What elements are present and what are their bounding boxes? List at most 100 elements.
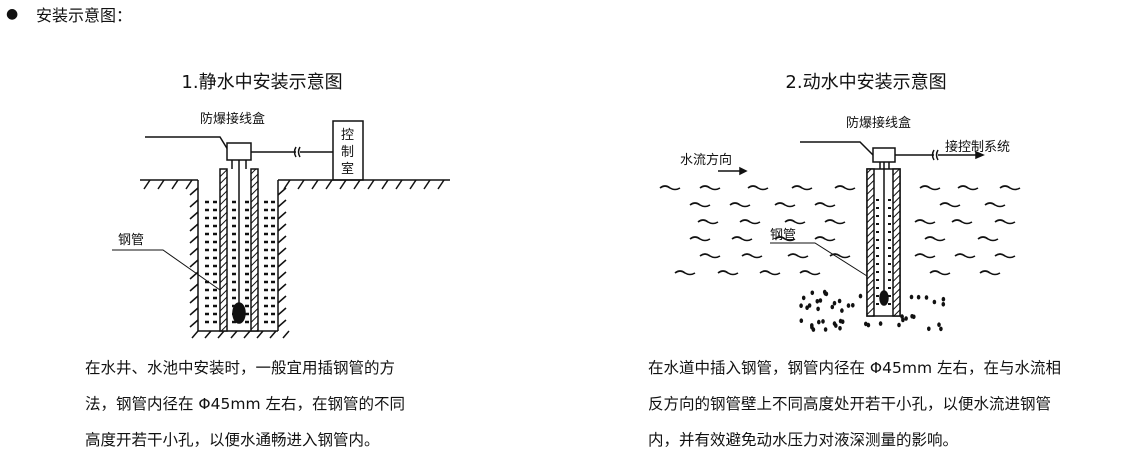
wave-mark <box>919 185 941 191</box>
ground-hatch <box>409 179 417 190</box>
still-water-description: 在水井、水池中安装时，一般宜用插钢管的方 法，钢管内径在 Φ45mm 左右，在钢… <box>85 350 485 458</box>
wall-hatch <box>277 211 287 220</box>
junction-box <box>226 142 252 161</box>
ground-hatch <box>204 330 212 339</box>
wall-hatch <box>189 259 199 268</box>
wave-mark <box>791 185 813 191</box>
gravel-mark <box>811 327 816 332</box>
ground-hatch <box>437 179 445 190</box>
wave-mark <box>729 202 751 208</box>
ground-hatch <box>256 330 264 339</box>
wave-mark <box>994 219 1016 225</box>
wave-mark <box>759 270 781 276</box>
wall-hatch <box>277 283 287 292</box>
gravel-mark <box>815 299 820 304</box>
ground-hatch <box>143 179 151 190</box>
wave-mark <box>834 185 856 191</box>
ground-hatch <box>217 330 225 339</box>
diagram1-title: 1.静水中安装示意图 <box>181 72 343 93</box>
wave-mark <box>717 270 739 276</box>
ground-hatch <box>367 179 375 190</box>
wall-hatch <box>277 307 287 316</box>
wave-mark <box>929 270 951 276</box>
gravel-mark <box>866 322 871 328</box>
wave-mark <box>824 219 846 225</box>
gravel-mark <box>909 294 914 300</box>
gravel-mark <box>801 295 806 301</box>
diagram2-title: 2.动水中安装示意图 <box>785 72 947 93</box>
wall-hatch <box>189 187 199 196</box>
gravel-mark <box>858 293 863 299</box>
wall-hatch <box>277 295 287 304</box>
ground-hatch <box>297 179 305 190</box>
wave-mark <box>984 202 1006 208</box>
junction-box-label: 防爆接线盒 <box>200 111 265 127</box>
wall-hatch <box>277 235 287 244</box>
ground-hatch <box>423 179 431 190</box>
wall-hatch <box>189 199 199 208</box>
gravel-mark <box>904 316 908 321</box>
gravel-mark <box>810 290 815 296</box>
installation-diagrams: 防爆接线盒 控 制 室 钢管 防爆接线盒 接控制系统 水流方向 <box>112 111 1021 339</box>
pipe-label-2: 钢管 <box>770 228 796 243</box>
wave-mark <box>784 219 806 225</box>
text-line: 反方向的钢管壁上不同高度处开若干小孔，以便水流进钢管 <box>648 395 1052 413</box>
wave-mark <box>977 236 999 242</box>
ground-hatch <box>283 179 291 190</box>
gravel-mark <box>838 318 843 324</box>
gravel-mark <box>838 326 842 331</box>
gravel-mark <box>916 294 921 300</box>
ground-hatch <box>243 330 251 339</box>
gravel-mark <box>816 306 820 312</box>
text-line: 高度开若干小孔，以便水通畅进入钢管内。 <box>85 431 380 449</box>
wave-mark <box>674 270 696 276</box>
ground-hatch <box>185 179 193 190</box>
gravel-mark <box>840 308 844 313</box>
wave-mark <box>739 219 761 225</box>
still-water-diagram: 防爆接线盒 控 制 室 钢管 <box>112 111 450 339</box>
wall-hatch <box>277 271 287 280</box>
ground-hatch <box>311 179 319 190</box>
gravel-mark <box>924 295 929 300</box>
wave-mark <box>957 185 979 191</box>
wall-hatch <box>189 283 199 292</box>
gravel-mark <box>832 321 837 326</box>
gravel-mark <box>910 314 914 319</box>
wave-mark <box>699 253 721 259</box>
ground-hatch <box>282 330 290 339</box>
wall-hatch <box>189 295 199 304</box>
flowing-water-description: 在水道中插入钢管，钢管内径在 Φ45mm 左右，在与水流相 反方向的钢管壁上不同… <box>648 350 1136 458</box>
gravel-mark <box>937 322 941 328</box>
gravel-mark <box>927 326 931 332</box>
gravel-mark <box>851 303 855 308</box>
ground-hatch <box>339 179 347 190</box>
gravel-mark <box>832 300 837 306</box>
wave-mark <box>697 219 719 225</box>
wave-mark <box>814 236 836 242</box>
wave-mark <box>659 185 681 191</box>
gravel-mark <box>817 319 821 325</box>
wave-mark <box>741 253 763 259</box>
wave-mark <box>774 236 796 242</box>
flow-direction-label: 水流方向 <box>680 152 732 168</box>
wave-mark <box>914 219 936 225</box>
text-line: 在水道中插入钢管，钢管内径在 Φ45mm 左右，在与水流相 <box>648 359 1061 377</box>
ground-hatch <box>381 179 389 190</box>
gravel-mark <box>823 327 828 332</box>
gravel-mark <box>897 322 901 328</box>
ground-hatch <box>269 330 277 339</box>
junction-box-label-2: 防爆接线盒 <box>846 115 911 131</box>
control-system-label: 接控制系统 <box>945 139 1010 155</box>
steel-pipe <box>219 168 228 332</box>
wave-mark <box>994 253 1016 259</box>
gravel-mark <box>822 289 827 295</box>
wall-hatch <box>277 319 287 328</box>
wall-hatch <box>189 247 199 256</box>
ground-hatch <box>171 179 179 190</box>
section-heading: 安装示意图： <box>36 6 133 25</box>
wall-hatch <box>189 211 199 220</box>
gravel-mark <box>941 296 946 302</box>
gravel-mark <box>799 303 803 309</box>
gravel-mark <box>901 317 905 323</box>
gravel-mark <box>878 321 883 326</box>
